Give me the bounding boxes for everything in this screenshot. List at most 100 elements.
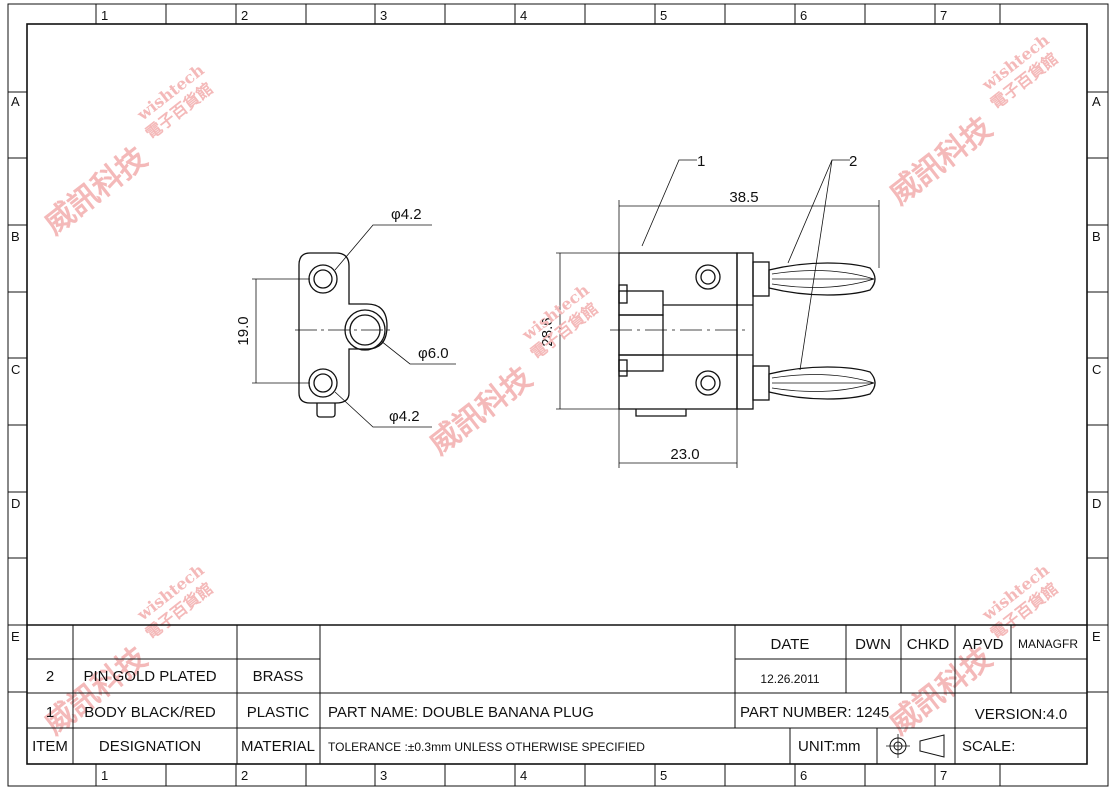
- zone-col-3-bottom: 3: [380, 768, 387, 783]
- side-screw-bottom-outer: [695, 370, 721, 396]
- zone-col-5-bottom: 5: [660, 768, 667, 783]
- pin-top-spring: [768, 262, 876, 296]
- zone-row-e-right: E: [1092, 629, 1101, 644]
- watermark-main-1: 威訊科技: [38, 140, 154, 241]
- balloon-2-label: 2: [849, 153, 857, 170]
- label-height-28: 28.6: [539, 317, 556, 346]
- label-hole-top: φ4.2: [391, 206, 422, 223]
- watermark-main-5: 威訊科技: [883, 640, 999, 741]
- tb-header-date: DATE: [771, 636, 810, 653]
- title-block-text: DATE DWN CHKD APVD MANAGFR 12.26.2011 2 …: [32, 636, 1078, 755]
- zone-col-3-top: 3: [380, 8, 387, 23]
- label-width-23: 23.0: [670, 446, 699, 463]
- zone-row-a-right: A: [1092, 94, 1101, 109]
- bom-header-material: MATERIAL: [241, 738, 315, 755]
- projection-symbol-cone: [919, 734, 945, 758]
- side-rib-mid: [618, 314, 664, 356]
- zone-col-4-bottom: 4: [520, 768, 527, 783]
- zone-row-d-left: D: [11, 496, 20, 511]
- side-view: [556, 159, 880, 468]
- zone-ticks: [8, 4, 1108, 786]
- leader-hole-center: [380, 340, 456, 365]
- pin-bottom-spring: [768, 366, 876, 400]
- watermark-top-left: 威訊科技 電子百貨館 wishtech: [38, 60, 217, 242]
- bom-row-1-item: 2: [46, 668, 54, 685]
- zone-row-a-left: A: [11, 94, 20, 109]
- side-screw-top-outer: [695, 264, 721, 290]
- outer-frame: [7, 3, 1109, 787]
- zone-labels: 1 2 3 4 5 6 7 1 2 3 4 5 6 7 A B C D E A …: [11, 8, 1101, 783]
- watermark-center: 威訊科技 電子百貨館 wishtech: [423, 280, 602, 462]
- zone-row-d-right: D: [1092, 496, 1101, 511]
- front-hole-bottom-outer: [308, 368, 338, 398]
- side-flange: [736, 252, 754, 410]
- bom-row-2-material: PLASTIC: [247, 704, 310, 721]
- balloon-1-label: 1: [697, 153, 705, 170]
- zone-col-5-top: 5: [660, 8, 667, 23]
- front-view-tab: [316, 403, 336, 418]
- zone-row-e-left: E: [11, 629, 20, 644]
- front-view-outline: [298, 252, 388, 404]
- zone-col-2-top: 2: [241, 8, 248, 23]
- bom-row-2-designation: BODY BLACK/RED: [84, 704, 216, 721]
- bom-row-2-item: 1: [46, 704, 54, 721]
- zone-col-6-top: 6: [800, 8, 807, 23]
- inner-frame: [26, 23, 1088, 765]
- zone-row-c-left: C: [11, 362, 20, 377]
- side-rib-bottom: [618, 354, 664, 372]
- zone-row-b-left: B: [11, 229, 20, 244]
- front-hole-top-inner: [313, 269, 333, 289]
- tb-tolerance: TOLERANCE :±0.3mm UNLESS OTHERWISE SPECI…: [328, 740, 645, 754]
- tb-header-managfr: MANAGFR: [1018, 637, 1078, 651]
- tb-header-chkd: CHKD: [907, 636, 950, 653]
- side-bottom-tab: [635, 409, 687, 417]
- tb-scale: SCALE:: [962, 738, 1015, 755]
- watermark-main-2: 威訊科技: [883, 110, 999, 211]
- label-length-38: 38.5: [729, 189, 758, 206]
- front-hole-bottom-inner: [313, 373, 333, 393]
- watermark-main-4: 威訊科技: [38, 640, 154, 741]
- tb-date-value: 12.26.2011: [760, 672, 819, 686]
- tb-part-name: PART NAME: DOUBLE BANANA PLUG: [328, 704, 594, 721]
- front-hole-top-outer: [308, 264, 338, 294]
- label-hole-bottom: φ4.2: [389, 408, 420, 425]
- side-small-rect-bottom: [618, 359, 628, 377]
- zone-row-b-right: B: [1092, 229, 1101, 244]
- label-spacing-19: 19.0: [235, 316, 252, 345]
- tb-unit: UNIT:mm: [798, 738, 861, 755]
- leader-balloon-2b: [799, 159, 833, 371]
- bom-header-item: ITEM: [32, 738, 68, 755]
- pin-top-collar: [752, 261, 770, 297]
- zone-col-7-bottom: 7: [940, 768, 947, 783]
- pin-bottom-spring-lines: [771, 374, 875, 392]
- title-block: [27, 624, 1087, 764]
- zone-row-c-right: C: [1092, 362, 1101, 377]
- banana-pin-bottom: [752, 365, 876, 401]
- zone-col-7-top: 7: [940, 8, 947, 23]
- watermark-main-3: 威訊科技: [423, 360, 539, 461]
- banana-pin-top: [752, 261, 876, 297]
- leader-balloon-1: [641, 159, 697, 247]
- pin-bottom-collar: [752, 365, 770, 401]
- zone-col-1-bottom: 1: [101, 768, 108, 783]
- tb-version: VERSION:4.0: [975, 706, 1068, 723]
- front-view: [252, 224, 456, 428]
- zone-col-6-bottom: 6: [800, 768, 807, 783]
- tb-header-dwn: DWN: [855, 636, 891, 653]
- zone-col-1-top: 1: [101, 8, 108, 23]
- watermark-top-right: 威訊科技 電子百貨館 wishtech: [883, 30, 1062, 212]
- side-screw-bottom-inner: [700, 375, 716, 391]
- zone-col-2-bottom: 2: [241, 768, 248, 783]
- side-screw-top-inner: [700, 269, 716, 285]
- bom-row-1-material: BRASS: [253, 668, 304, 685]
- bom-header-designation: DESIGNATION: [99, 738, 201, 755]
- pin-top-spring-lines: [771, 270, 875, 288]
- side-small-rect-top: [618, 284, 628, 304]
- leader-hole-top: [334, 224, 432, 271]
- bom-row-1-designation: PIN GOLD PLATED: [83, 668, 216, 685]
- tb-part-number: PART NUMBER: 1245: [740, 704, 889, 721]
- leader-hole-bottom: [334, 391, 432, 428]
- zone-col-4-top: 4: [520, 8, 527, 23]
- label-hole-center: φ6.0: [418, 345, 449, 362]
